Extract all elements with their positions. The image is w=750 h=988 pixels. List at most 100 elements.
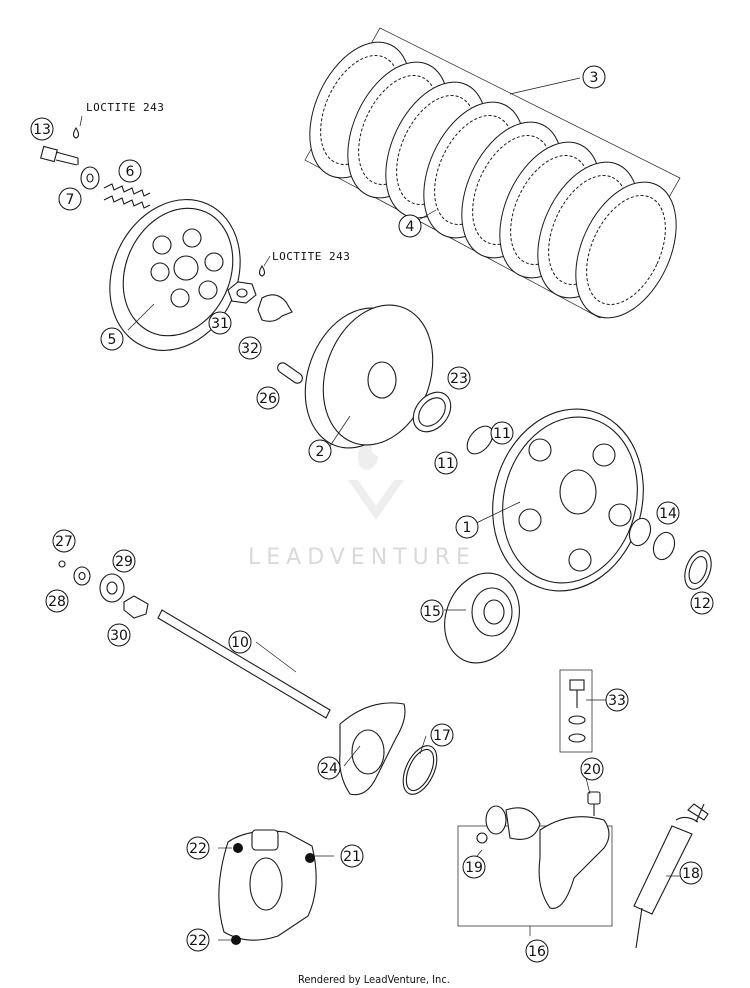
callout-number: 14: [659, 506, 677, 522]
callout-number: 21: [343, 849, 361, 865]
syringe: [633, 803, 709, 949]
callout-circle: [398, 214, 422, 238]
callout-number: 4: [406, 219, 415, 235]
push-rod-parts: [58, 560, 149, 619]
callout-number: 3: [590, 70, 599, 86]
callout-number: 32: [241, 341, 259, 357]
callout-circle: [118, 159, 142, 183]
callout-number: 18: [682, 866, 700, 882]
callout-circle: [107, 623, 131, 647]
loctite-drop-lower: [258, 264, 266, 277]
snap-ring: [466, 425, 494, 455]
callout-circle: [256, 386, 280, 410]
seal-dot: [305, 853, 315, 863]
callout-number: 20: [583, 762, 601, 778]
pin: [277, 362, 303, 384]
callout-circle: [238, 336, 262, 360]
callout-circle: [420, 599, 444, 623]
slave-cylinder-cover: [218, 829, 317, 945]
clutch-plate: [586, 195, 666, 305]
callout-circle: [605, 688, 629, 712]
pressure-cap: [109, 199, 241, 351]
callout-circle: [490, 421, 514, 445]
bolt: [40, 145, 79, 166]
callout-number: 2: [316, 444, 325, 460]
thrust-washer: [412, 391, 452, 433]
callout-circle: [45, 589, 69, 613]
callout-number: 19: [465, 860, 483, 876]
footer-credit: Rendered by LeadVenture, Inc.: [298, 973, 450, 986]
spring: [103, 183, 151, 209]
callout-circle: [186, 928, 210, 952]
callout-circle: [582, 65, 606, 89]
callout-circle: [455, 515, 479, 539]
loctite-label-upper: LOCTITE 243: [86, 101, 164, 114]
clutch-plate: [575, 181, 677, 319]
nut: [227, 281, 257, 304]
kit-box-33: [559, 669, 593, 753]
callout-group: 1234567101111121314151617181920212222232…: [30, 65, 714, 963]
clutch-plate-stack: [304, 27, 681, 319]
inner-hub: [304, 304, 434, 449]
loctite-label-lower: LOCTITE 243: [272, 250, 350, 263]
callout-number: 24: [320, 761, 338, 777]
callout-circle: [690, 591, 714, 615]
callout-circle: [308, 439, 332, 463]
callout-number: 15: [423, 604, 441, 620]
seal-dot: [233, 843, 243, 853]
callout-number: 22: [189, 933, 207, 949]
callout-circle: [100, 327, 124, 351]
callout-circle: [525, 939, 549, 963]
callout-number: 6: [126, 164, 135, 180]
callout-number: 11: [493, 426, 511, 442]
washer: [80, 166, 100, 190]
callout-number: 22: [189, 841, 207, 857]
callout-circle: [430, 723, 454, 747]
seal-dot: [231, 935, 241, 945]
callout-number: 17: [433, 728, 451, 744]
callout-number: 26: [259, 391, 277, 407]
callout-number: 5: [108, 332, 117, 348]
push-rod: [157, 609, 331, 719]
callout-circle: [317, 756, 341, 780]
outer-basket-gear: [492, 408, 644, 592]
callout-circle: [30, 117, 54, 141]
washer-12: [684, 550, 712, 590]
callout-circle: [52, 529, 76, 553]
o-ring: [402, 745, 438, 795]
callout-circle: [580, 757, 604, 781]
callout-circle: [447, 366, 471, 390]
callout-number: 29: [115, 554, 133, 570]
callout-number: 7: [66, 192, 75, 208]
callout-number: 16: [528, 944, 546, 960]
callout-number: 13: [33, 122, 51, 138]
callout-number: 23: [450, 371, 468, 387]
callout-circle: [340, 844, 364, 868]
watermark-logo: [348, 444, 404, 520]
callout-number: 30: [110, 628, 128, 644]
callout-circle: [208, 311, 232, 335]
callout-number: 33: [608, 693, 626, 709]
callout-circle: [656, 501, 680, 525]
bleed-screw: [587, 791, 601, 816]
callout-circle: [186, 836, 210, 860]
callout-number: 28: [48, 594, 66, 610]
callout-circle: [434, 451, 458, 475]
callout-number: 12: [693, 596, 711, 612]
primary-gear: [444, 572, 520, 664]
lock-washer: [257, 294, 293, 322]
callout-circle: [679, 861, 703, 885]
callout-circle: [112, 549, 136, 573]
loctite-drop-upper: [72, 126, 80, 139]
callout-number: 1: [463, 520, 472, 536]
callout-number: 11: [437, 456, 455, 472]
callout-circle: [462, 855, 486, 879]
callout-number: 31: [211, 316, 229, 332]
watermark-text: LEADVENTURE: [248, 545, 476, 570]
kit-box-16: [457, 805, 613, 927]
callout-circle: [228, 630, 252, 654]
callout-circle: [58, 187, 82, 211]
callout-number: 27: [55, 534, 73, 550]
callout-number: 10: [231, 635, 249, 651]
